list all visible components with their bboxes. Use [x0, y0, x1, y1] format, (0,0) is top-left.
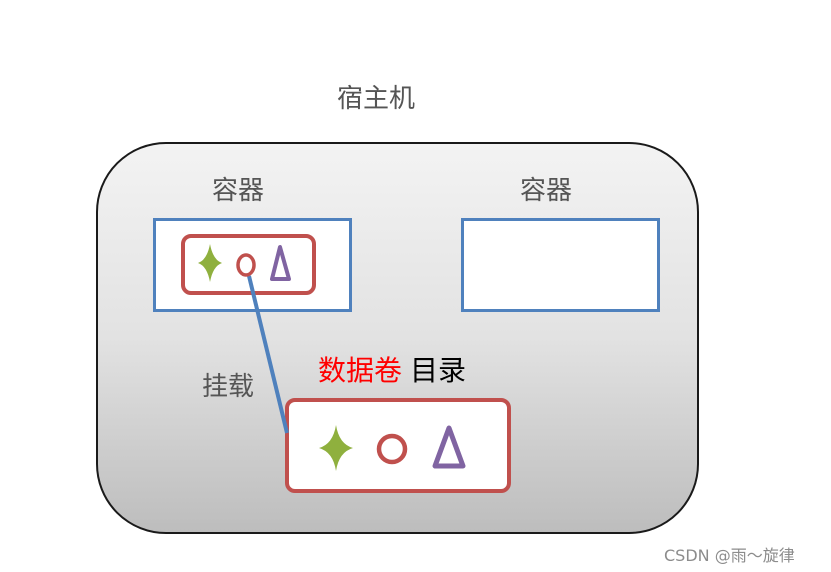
container-data-directory [181, 234, 316, 295]
volume-label-rest: 目录 [410, 354, 467, 387]
volume-label: 数据卷目录 [318, 349, 466, 389]
watermark: CSDN @雨～旋律 [664, 546, 795, 565]
container-label-2: 容器 [520, 176, 573, 206]
mount-line [247, 275, 289, 434]
container-2 [461, 218, 660, 312]
circle-icon [236, 253, 256, 277]
cross-icon [198, 244, 222, 282]
host-title: 宿主机 [336, 84, 415, 114]
triangle-icon [432, 425, 466, 469]
volume-label-highlight: 数据卷 [318, 354, 403, 387]
cross-icon [319, 425, 353, 471]
mount-label: 挂载 [202, 372, 255, 402]
circle-icon [376, 433, 408, 465]
container-label-1: 容器 [212, 176, 265, 206]
triangle-icon [270, 245, 291, 281]
host-volume-directory [285, 398, 511, 493]
